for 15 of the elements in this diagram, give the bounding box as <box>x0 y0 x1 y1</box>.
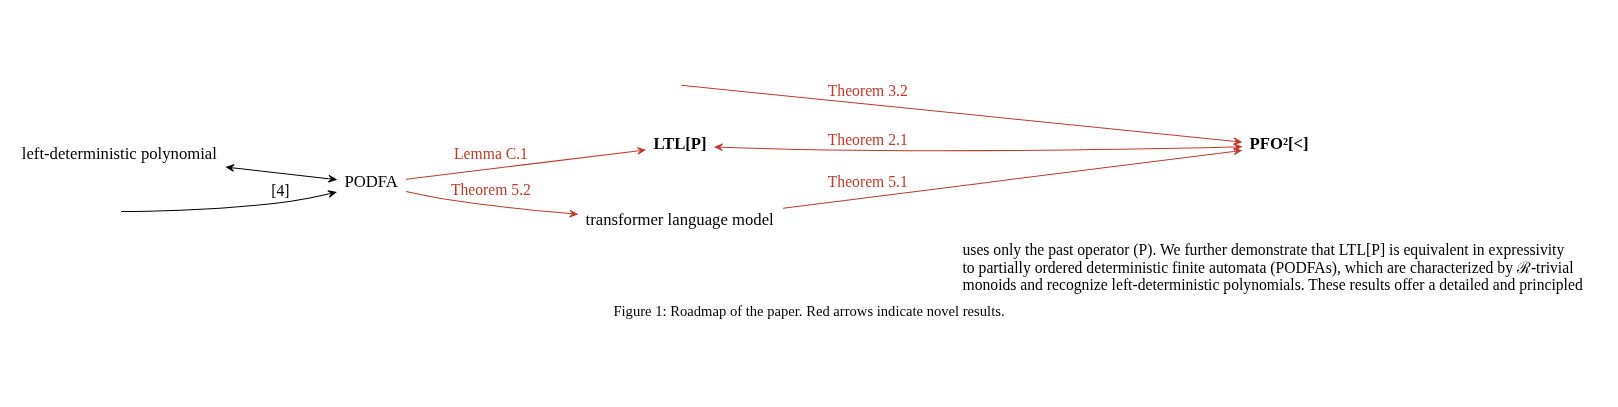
edge-label: [4] <box>271 181 290 199</box>
edge-label: Theorem 5.2 <box>450 180 531 198</box>
label: to partially ordered deterministic finite automata (PODFAs), which are characterized by ℛ-trivial <box>962 258 1574 276</box>
edge-label: Theorem 5.1 <box>827 172 908 190</box>
node-text: transformer language model <box>585 209 774 229</box>
edge-label: Lemma C.1 <box>454 145 528 163</box>
label: monoids and recognize left-deterministic polynomials. These results offer a detailed and principled <box>962 276 1583 294</box>
edge-label: Theorem 3.2 <box>827 81 908 99</box>
node-text: left-deterministic polynomial <box>21 144 217 164</box>
caption: Figure 1: Roadmap of the paper. Red arrows indicate novel results. <box>613 302 1005 319</box>
node-text: PODFA <box>344 172 398 192</box>
label: uses only the past operator (P). We further demonstrate that LTL[P] is equivalent in expressivity <box>962 240 1565 258</box>
edge-label: Theorem 2.1 <box>827 130 908 148</box>
node-text: LTL[P] <box>653 133 707 153</box>
node-text: PFO²[<] <box>1249 133 1309 153</box>
